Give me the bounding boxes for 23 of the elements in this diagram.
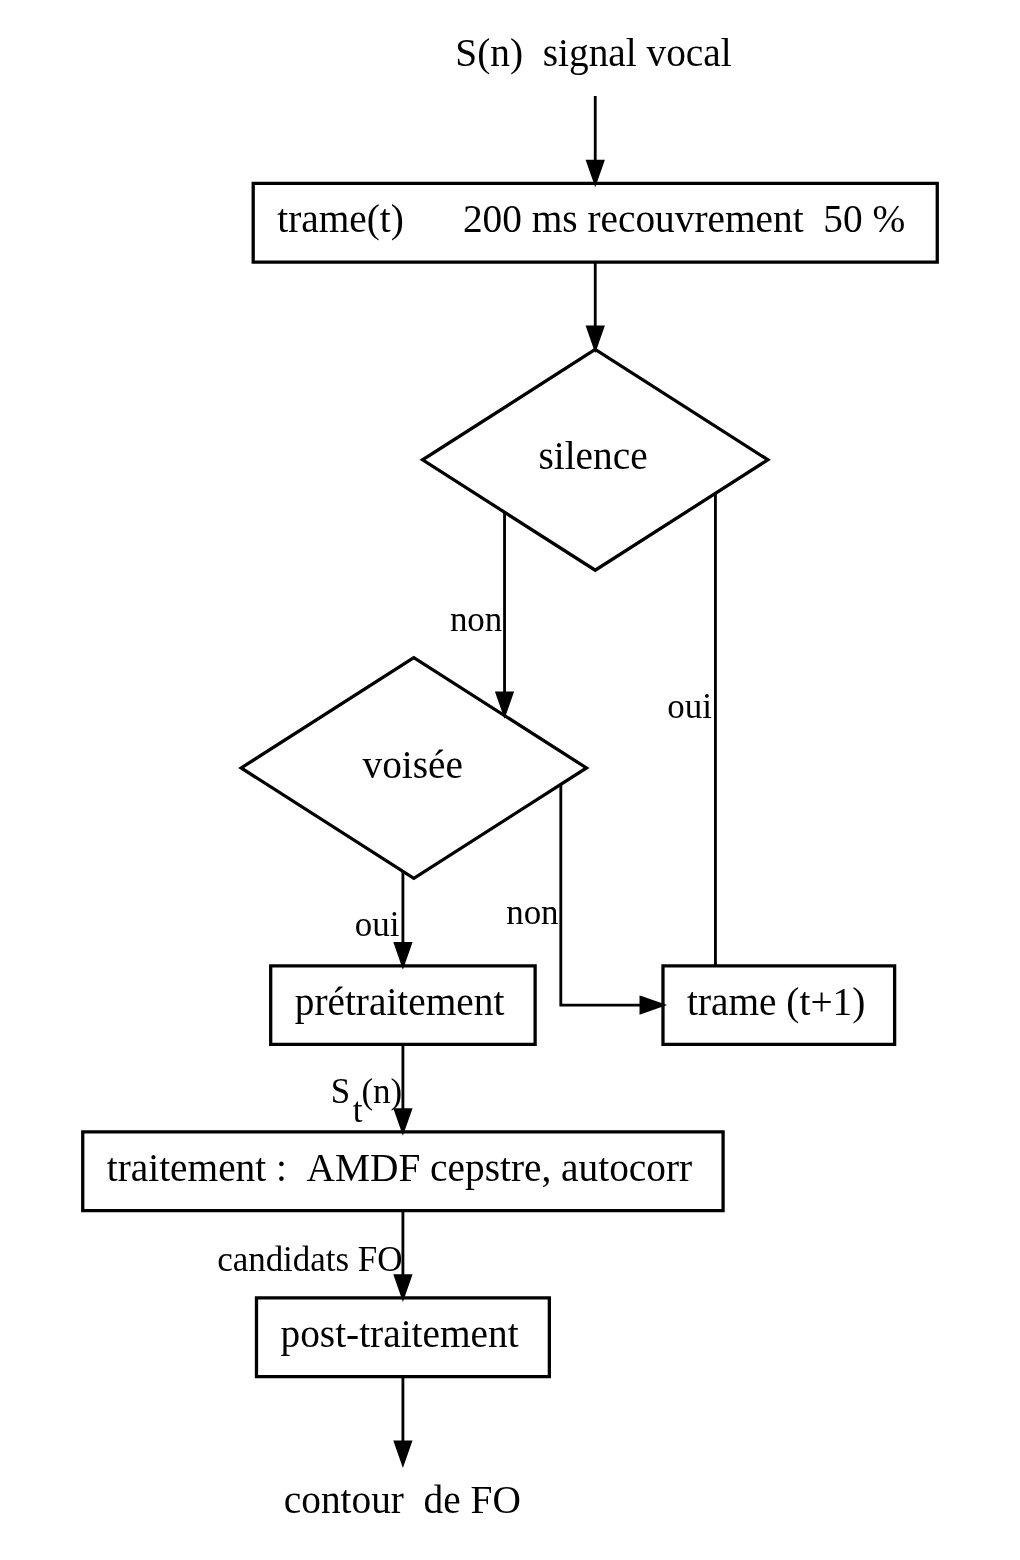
node-box: prétraitement (269, 964, 537, 1047)
arrow (393, 1376, 413, 1468)
connector (714, 493, 717, 966)
arrow (393, 1044, 413, 1136)
edge-label: non (506, 892, 559, 932)
edge-label: non (449, 599, 503, 639)
node-text: S(n) signal vocal (455, 31, 732, 76)
node-diamond: voisée (238, 655, 590, 881)
arrow (393, 872, 413, 970)
node-box: trame(t) 200 ms recouvrement 50 % (251, 181, 939, 264)
arrow (585, 95, 605, 188)
node-diamond: silence (419, 347, 771, 573)
edge-label: oui (354, 904, 400, 944)
arrow (585, 262, 605, 354)
node-box: traitement : AMDF cepstre, autocorr (81, 1130, 725, 1213)
edge-label: oui (667, 687, 713, 727)
arrow (393, 1210, 413, 1302)
edge-label: candidats FO (217, 1240, 403, 1280)
node-box: trame (t+1) (661, 964, 897, 1047)
node-box: post-traitement (254, 1296, 551, 1379)
arrow (559, 785, 668, 1015)
node-text: contour de FO (283, 1478, 521, 1522)
arrow (494, 512, 515, 719)
